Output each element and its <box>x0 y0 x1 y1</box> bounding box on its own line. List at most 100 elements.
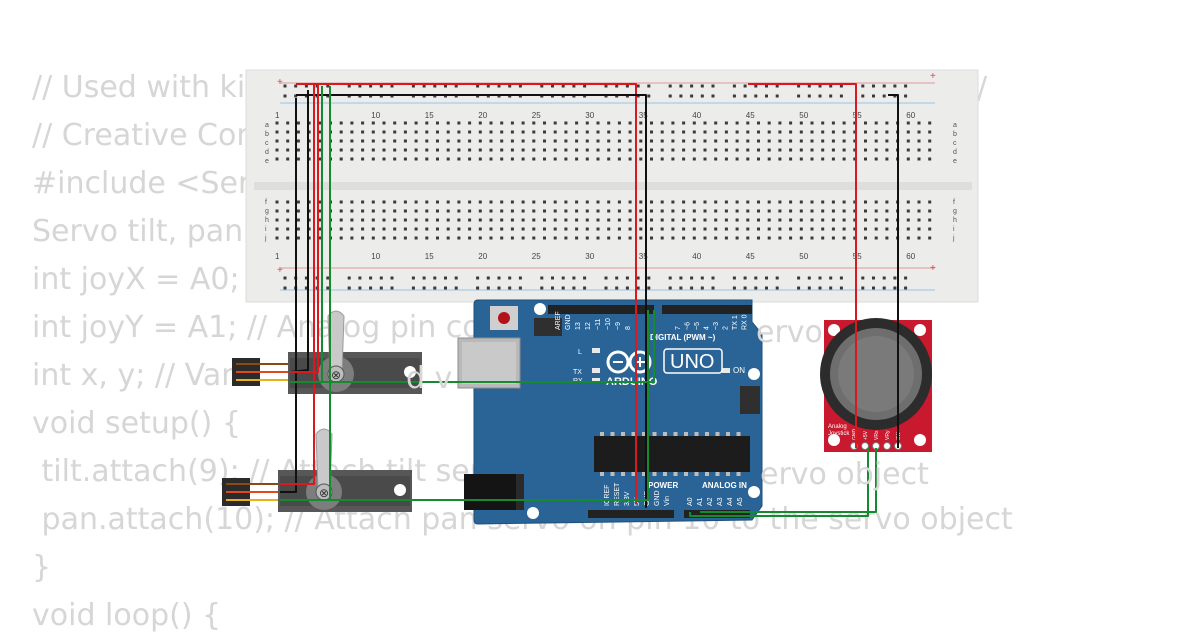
digital-pin-label: 13 <box>575 322 582 330</box>
power-label: POWER <box>648 481 678 490</box>
rail-plus-label-tl: + <box>277 77 283 88</box>
digital-pin-label: 8 <box>625 326 632 330</box>
power-pin-label: IOREF <box>604 485 611 506</box>
digital-pin-label: AREF <box>555 311 562 330</box>
code-line: void loop() { <box>32 598 222 633</box>
dc-power-jack <box>464 474 522 510</box>
row-letter: b <box>265 131 269 138</box>
wire-red-joystick-power <box>748 83 857 448</box>
digital-pin-label: ~9 <box>615 322 622 330</box>
joystick-label-1: Analog <box>828 424 847 430</box>
wire-black-ground-1 <box>296 94 647 508</box>
column-number: 60 <box>906 252 915 261</box>
row-letter: e <box>953 158 957 165</box>
row-letter: j <box>952 235 955 242</box>
code-line: void setup() { <box>32 406 241 441</box>
column-number: 30 <box>585 252 594 261</box>
digital-pin-label: ~6 <box>685 322 692 330</box>
row-letter: g <box>265 208 269 215</box>
analog-pin-label: A5 <box>737 497 744 506</box>
row-letter: d <box>953 149 957 156</box>
digital-header-2 <box>662 305 752 314</box>
code-line: } <box>32 550 52 585</box>
column-number: 15 <box>425 111 434 120</box>
column-number: 50 <box>799 111 808 120</box>
dc-power-jack-front <box>516 474 524 510</box>
digital-pin-label: 12 <box>585 322 592 330</box>
row-letter: i <box>953 226 955 233</box>
row-letter: f <box>953 199 955 206</box>
row-letter: c <box>953 140 957 147</box>
column-number: 55 <box>853 252 862 261</box>
code-fragment: ervo <box>756 315 823 350</box>
column-number: 20 <box>478 252 487 261</box>
icsp-header-right <box>740 386 760 414</box>
code-fragment: ervo object <box>760 457 929 492</box>
row-letter: h <box>265 217 269 224</box>
row-letter: c <box>265 140 269 147</box>
joystick-pin <box>861 442 869 450</box>
servo-pan-horn <box>315 428 333 491</box>
servo-pan-flange <box>280 476 410 506</box>
power-pin-label: Vin <box>664 496 671 506</box>
row-letter: b <box>953 131 957 138</box>
column-number: 20 <box>478 111 487 120</box>
digital-pin-label: ~5 <box>694 322 701 330</box>
row-letter: d <box>265 149 269 156</box>
tx-label: TX <box>573 369 582 376</box>
joystick-pin-label: VRy <box>885 430 891 440</box>
wire-green-tilt-signal <box>290 86 655 383</box>
power-pin-label: 5V <box>634 497 641 506</box>
atmega-chip <box>594 436 750 472</box>
column-number: 10 <box>371 111 380 120</box>
column-number: 35 <box>639 111 648 120</box>
analog-label: ANALOG IN <box>702 481 747 490</box>
column-number: 15 <box>425 252 434 261</box>
joystick-pin <box>883 442 891 450</box>
wire-red-servo-pan <box>280 84 315 485</box>
digital-pin-label: RX 0 <box>742 314 749 330</box>
digital-pin-label: 7 <box>675 326 682 330</box>
row-letter: h <box>953 217 957 224</box>
mount-hole-4 <box>527 507 539 519</box>
column-number: 50 <box>799 252 808 261</box>
digital-pin-label: ~11 <box>595 319 602 330</box>
column-number: 45 <box>746 111 755 120</box>
icsp-header-small <box>534 318 562 336</box>
mount-hole-3 <box>748 486 760 498</box>
analog-pin-label: A4 <box>727 497 734 506</box>
wire-green-joystick-vry <box>700 448 877 513</box>
column-number: 40 <box>692 111 701 120</box>
reset-button <box>498 312 510 324</box>
uno-label: UNO <box>670 351 714 373</box>
column-number: 30 <box>585 111 594 120</box>
breadboard-holes <box>275 84 932 290</box>
code-line: Servo tilt, pan; <box>32 214 254 249</box>
breadboard-center-channel <box>254 182 972 190</box>
column-number: 25 <box>532 111 541 120</box>
digital-pin-label: ~3 <box>713 322 720 330</box>
column-number: 25 <box>532 252 541 261</box>
digital-pin-label: TX 1 <box>732 315 739 330</box>
digital-header-1 <box>548 305 654 314</box>
row-letter: a <box>265 122 269 129</box>
power-pin-label: 3.3V <box>624 491 631 506</box>
svg-text:⊗: ⊗ <box>331 368 341 382</box>
arduino-uno: UNO ARDUINO DIGITAL (PWM ~) POWER ANALOG… <box>457 299 763 525</box>
usb-connector-inner <box>462 342 516 384</box>
column-number: 1 <box>275 111 280 120</box>
power-header <box>588 510 674 518</box>
analog-pin-label: A3 <box>717 497 724 506</box>
analog-header <box>684 510 750 518</box>
code-fragment: d v <box>406 361 452 396</box>
digital-pin-label: 4 <box>704 326 711 330</box>
wire-green-joystick-vrx <box>689 448 869 517</box>
digital-label: DIGITAL (PWM ~) <box>650 333 716 342</box>
row-letter: i <box>265 226 267 233</box>
joystick-label-2: Joystick <box>828 431 850 437</box>
led-tx <box>592 368 600 373</box>
mount-hole-1 <box>534 303 546 315</box>
